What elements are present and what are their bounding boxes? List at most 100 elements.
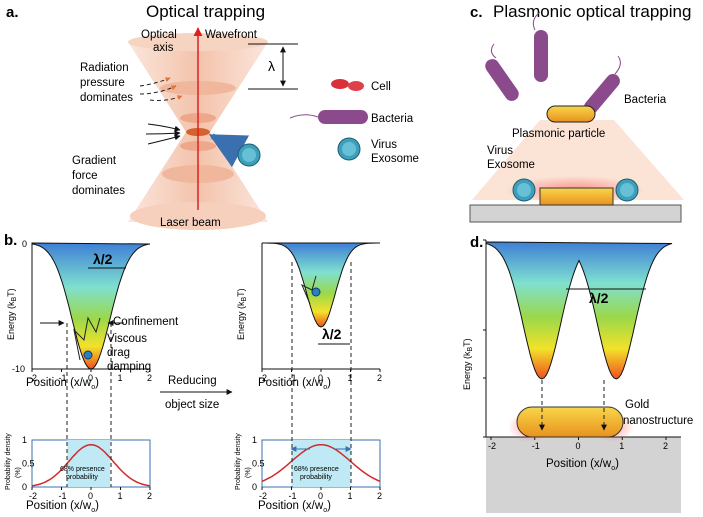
trajectory-path — [301, 275, 317, 305]
x-tick-label: -2 — [29, 373, 37, 383]
legend-bacteria-label: Bacteria — [371, 113, 414, 125]
presence-label: 68% presence — [294, 466, 339, 473]
y-tick-label: 0 — [22, 482, 27, 492]
x-tick-label: 1 — [118, 373, 123, 383]
x-tick-label: 2 — [377, 373, 382, 383]
x-axis-label: Position (x/wo) — [258, 377, 331, 391]
presence-label: probability — [300, 474, 332, 481]
x-axis-label: Position (x/wo) — [546, 458, 619, 472]
radiation-label: dominates — [80, 92, 133, 104]
legend-cell-label: Cell — [371, 81, 391, 93]
viscous-label: Viscous — [107, 333, 147, 345]
prob-curve-left — [31, 443, 151, 487]
y-axis-label: (%) — [245, 467, 252, 478]
presence-shade-right — [291, 440, 351, 487]
gradient-label: force — [72, 170, 98, 182]
x-tick-label: 2 — [663, 441, 668, 451]
energy-well-left — [31, 242, 151, 370]
panel-c: c. Plasmonic optical trapping Bacteria P… — [469, 2, 691, 223]
lambda-label: λ — [268, 58, 275, 74]
x-axis-label: Position (x/wo) — [26, 500, 99, 514]
gradient-arrow — [147, 134, 181, 145]
lambda-half-label: λ/2 — [322, 326, 342, 342]
prob-curve-right — [261, 443, 381, 482]
laser-beam-base — [130, 202, 266, 230]
panel-letter-c: c. — [470, 4, 483, 21]
x-tick-label: -2 — [488, 441, 496, 451]
plasmonic-particle-icon — [546, 105, 596, 123]
x-tick-label: 0 — [88, 491, 93, 501]
y-axis-label: (%) — [15, 467, 22, 478]
viscous-label: damping — [107, 361, 151, 373]
particle-icon — [83, 350, 93, 360]
x-axis-label: Position (x/wo) — [26, 377, 99, 391]
legend-virus-label: Virus — [371, 139, 397, 151]
virus-icon — [337, 137, 361, 161]
gold-label: nanostructure — [623, 415, 693, 427]
x-tick-label: -2 — [259, 373, 267, 383]
radiation-arrow — [149, 95, 183, 101]
trajectory-path — [73, 316, 101, 361]
gradient-arrow — [147, 123, 181, 132]
virus-icon — [615, 178, 639, 202]
bacteria-label: Bacteria — [624, 94, 667, 106]
x-tick-label: -1 — [532, 441, 540, 451]
x-tick-label: -2 — [259, 491, 267, 501]
plasmonic-particle-label: Plasmonic particle — [512, 128, 605, 140]
substrate — [486, 437, 681, 513]
y-tick-label: 0 — [22, 239, 27, 249]
radiation-label: pressure — [80, 77, 125, 89]
x-tick-label: -1 — [289, 491, 297, 501]
x-tick-label: 1 — [118, 491, 123, 501]
bacteria-icon — [584, 55, 621, 115]
x-tick-label: 2 — [147, 373, 152, 383]
x-tick-label: 0 — [576, 441, 581, 451]
bacteria-flagellum — [289, 114, 319, 119]
bacteria-icon — [485, 43, 519, 101]
bacteria-icon — [318, 110, 368, 124]
lambda-half-label: λ/2 — [589, 290, 609, 306]
optical-axis-label: Optical — [141, 29, 177, 41]
y-tick-label: 1 — [252, 435, 257, 445]
y-axis-label: Energy (kBT) — [462, 338, 474, 390]
radiation-arrow — [139, 77, 171, 87]
x-tick-label: 0 — [318, 491, 323, 501]
energy-well-double — [485, 241, 673, 380]
gold-nanostructure — [539, 187, 614, 206]
x-axis-label: Position (x/wo) — [258, 500, 331, 514]
presence-label: probability — [66, 474, 98, 481]
panel-title-a: Optical trapping — [146, 2, 265, 21]
virus-icon — [512, 178, 536, 202]
x-tick-label: -1 — [59, 491, 67, 501]
energy-well-right — [262, 242, 380, 328]
panel-letter-a: a. — [6, 4, 19, 21]
y-axis-label: Energy (kBT) — [236, 288, 248, 340]
cell-icon — [348, 81, 364, 91]
y-axis-label: Probability density — [235, 433, 242, 490]
laser-beam-label: Laser beam — [160, 217, 221, 229]
gradient-label: dominates — [72, 185, 125, 197]
x-tick-label: 1 — [348, 491, 353, 501]
gold-label: Gold — [625, 399, 649, 411]
reducing-label: Reducing — [168, 375, 217, 387]
virus-icon — [237, 143, 261, 167]
y-axis-label: Energy (kBT) — [6, 288, 18, 340]
gold-nanostructure-icon — [516, 406, 624, 438]
x-tick-label: 2 — [377, 491, 382, 501]
y-ticks-d — [483, 239, 486, 438]
presence-shade-left — [67, 440, 111, 487]
y-tick-label: -10 — [12, 364, 25, 374]
optical-axis-label: axis — [153, 42, 174, 54]
x-tick-label: 0 — [318, 373, 323, 383]
reducing-label: object size — [165, 399, 219, 411]
virus-label: Virus — [487, 145, 513, 157]
bacteria-icon — [532, 11, 548, 82]
x-tick-label: 2 — [147, 491, 152, 501]
x-tick-label: -1 — [59, 373, 67, 383]
